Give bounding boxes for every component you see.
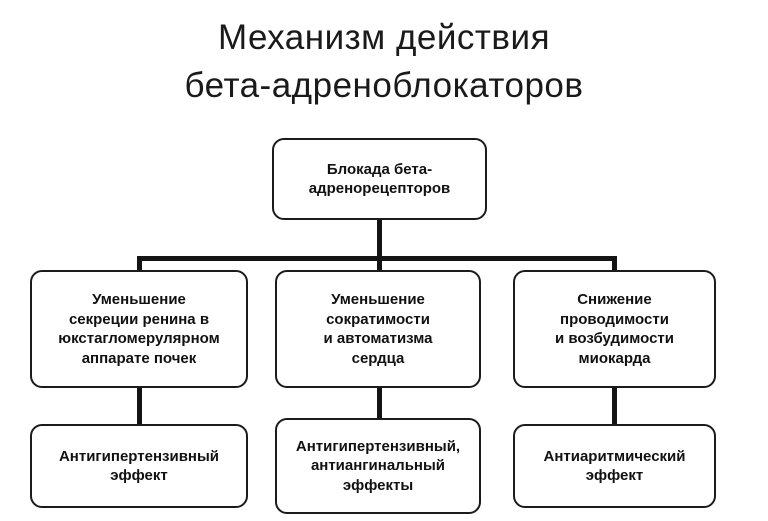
- diagram-title: Механизм действия бета-адреноблокаторов: [184, 18, 584, 106]
- node-beta-receptor-blockade: Блокада бета- адренорецепторов: [272, 138, 487, 220]
- connector-center-vertical: [377, 386, 382, 420]
- node-contractility-automatism-decrease: Уменьшение сократимости и автоматизма се…: [275, 270, 481, 388]
- connector-horizontal-bar: [137, 256, 615, 261]
- node-renin-secretion-decrease: Уменьшение секреции ренина в юкстагломер…: [30, 270, 248, 388]
- connector-root-vertical: [377, 220, 382, 258]
- node-antihypertensive-antianginal-effects: Антигипертензивный, антиангинальный эффе…: [275, 418, 481, 514]
- node-antiarrhythmic-effect: Антиаритмический эффект: [513, 424, 716, 508]
- connector-stub-center: [377, 256, 382, 272]
- connector-stub-left: [137, 256, 142, 272]
- node-conductivity-excitability-decrease: Снижение проводимости и возбудимости мио…: [513, 270, 716, 388]
- connector-left-vertical: [137, 386, 142, 426]
- connector-stub-right: [612, 256, 617, 272]
- node-antihypertensive-effect: Антигипертензивный эффект: [30, 424, 248, 508]
- connector-right-vertical: [612, 386, 617, 426]
